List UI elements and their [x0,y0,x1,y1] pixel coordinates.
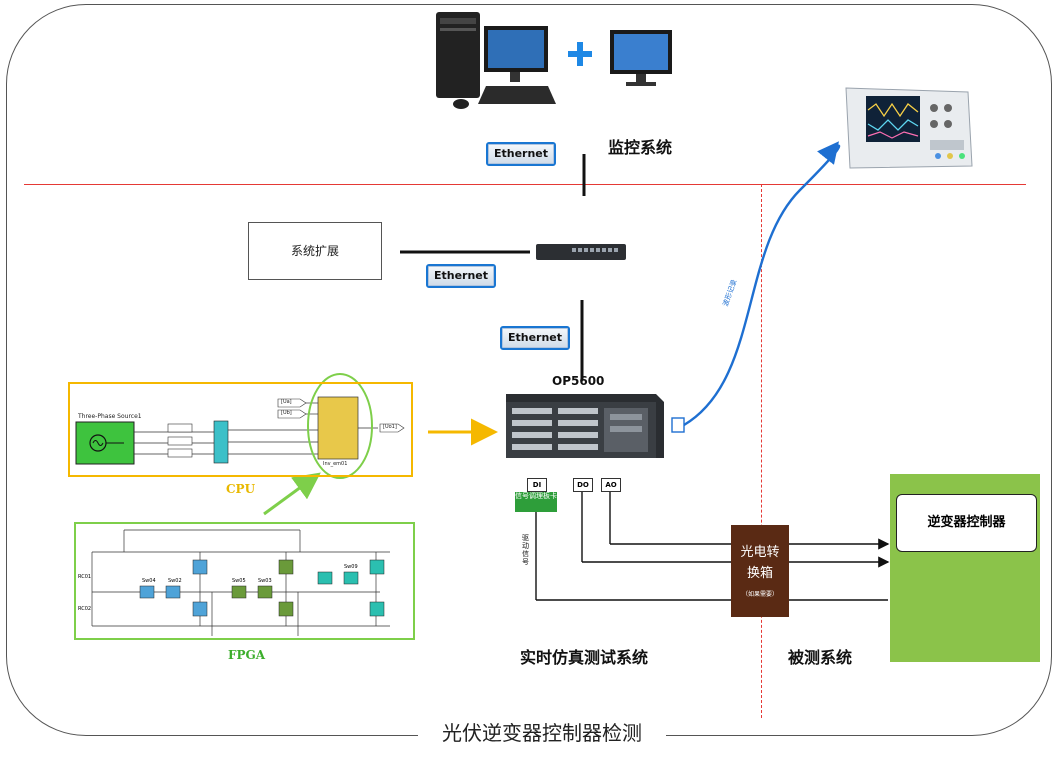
monitor-system-label: 监控系统 [608,138,673,157]
monitor-icon [610,30,672,86]
fpga-sw05: Sw05 [232,578,246,584]
fpga-cap-1: RC01 [78,574,92,580]
monitor-divider-line [24,184,1026,185]
oscilloscope-icon [845,87,973,169]
drive-signal-label: 驱动信号 [522,534,529,566]
network-switch-icon [536,244,626,260]
di-port: DI [527,478,547,492]
cpu-input-b: [Ub] [281,410,292,416]
converter-line-2: 换箱 [746,566,773,581]
system-extension-box: 系统扩展 [248,222,382,280]
realtime-system-label: 实时仿真测试系统 [520,648,649,667]
cpu-model-diagram [75,373,405,479]
fpga-sw02: Sw02 [168,578,182,584]
cpu-source-label: Three-Phase Source1 [78,413,142,420]
dut-divider-line [761,184,762,718]
cpu-input-a: [Ua] [281,399,292,405]
ao-port: AO [601,478,621,492]
optoelectric-converter: 光电转 换箱 （如果需要） [731,525,789,617]
fpga-label: FPGA [228,648,266,662]
fpga-to-cpu-arrow [263,472,321,516]
simulator-icon [506,394,664,458]
fpga-cap-2: RC02 [78,606,92,612]
signal-conditioning-board: 信号调理板卡 [515,492,557,512]
workstation-icon [436,12,556,109]
fpga-sw04: Sw04 [142,578,156,584]
converter-line-1: 光电转 [740,545,780,560]
sim-output-port [671,417,685,433]
inverter-controller-box: 逆变器控制器 [896,494,1037,552]
waveform-record-link [683,141,841,427]
cpu-block-name: Inv_em01 [323,461,348,467]
converter-note: （如果需要） [741,591,778,598]
dut-system-label: 被测系统 [788,648,853,667]
fpga-model-box [74,522,415,640]
ethernet-badge-top: Ethernet [486,142,556,166]
cpu-model-box [68,382,413,477]
fpga-switches [139,559,385,617]
ethernet-badge-low: Ethernet [500,326,570,350]
cpu-output: [Uo1] [383,424,397,430]
cpu-label: CPU [226,482,256,496]
fpga-sw03: Sw03 [258,578,272,584]
do-port: DO [573,478,593,492]
ethernet-badge-mid: Ethernet [426,264,496,288]
diagram-title: 光伏逆变器控制器检测 [418,718,666,748]
fpga-sw09: Sw09 [344,564,358,570]
plus-icon [568,42,592,66]
simulator-label: OP5600 [552,374,605,388]
